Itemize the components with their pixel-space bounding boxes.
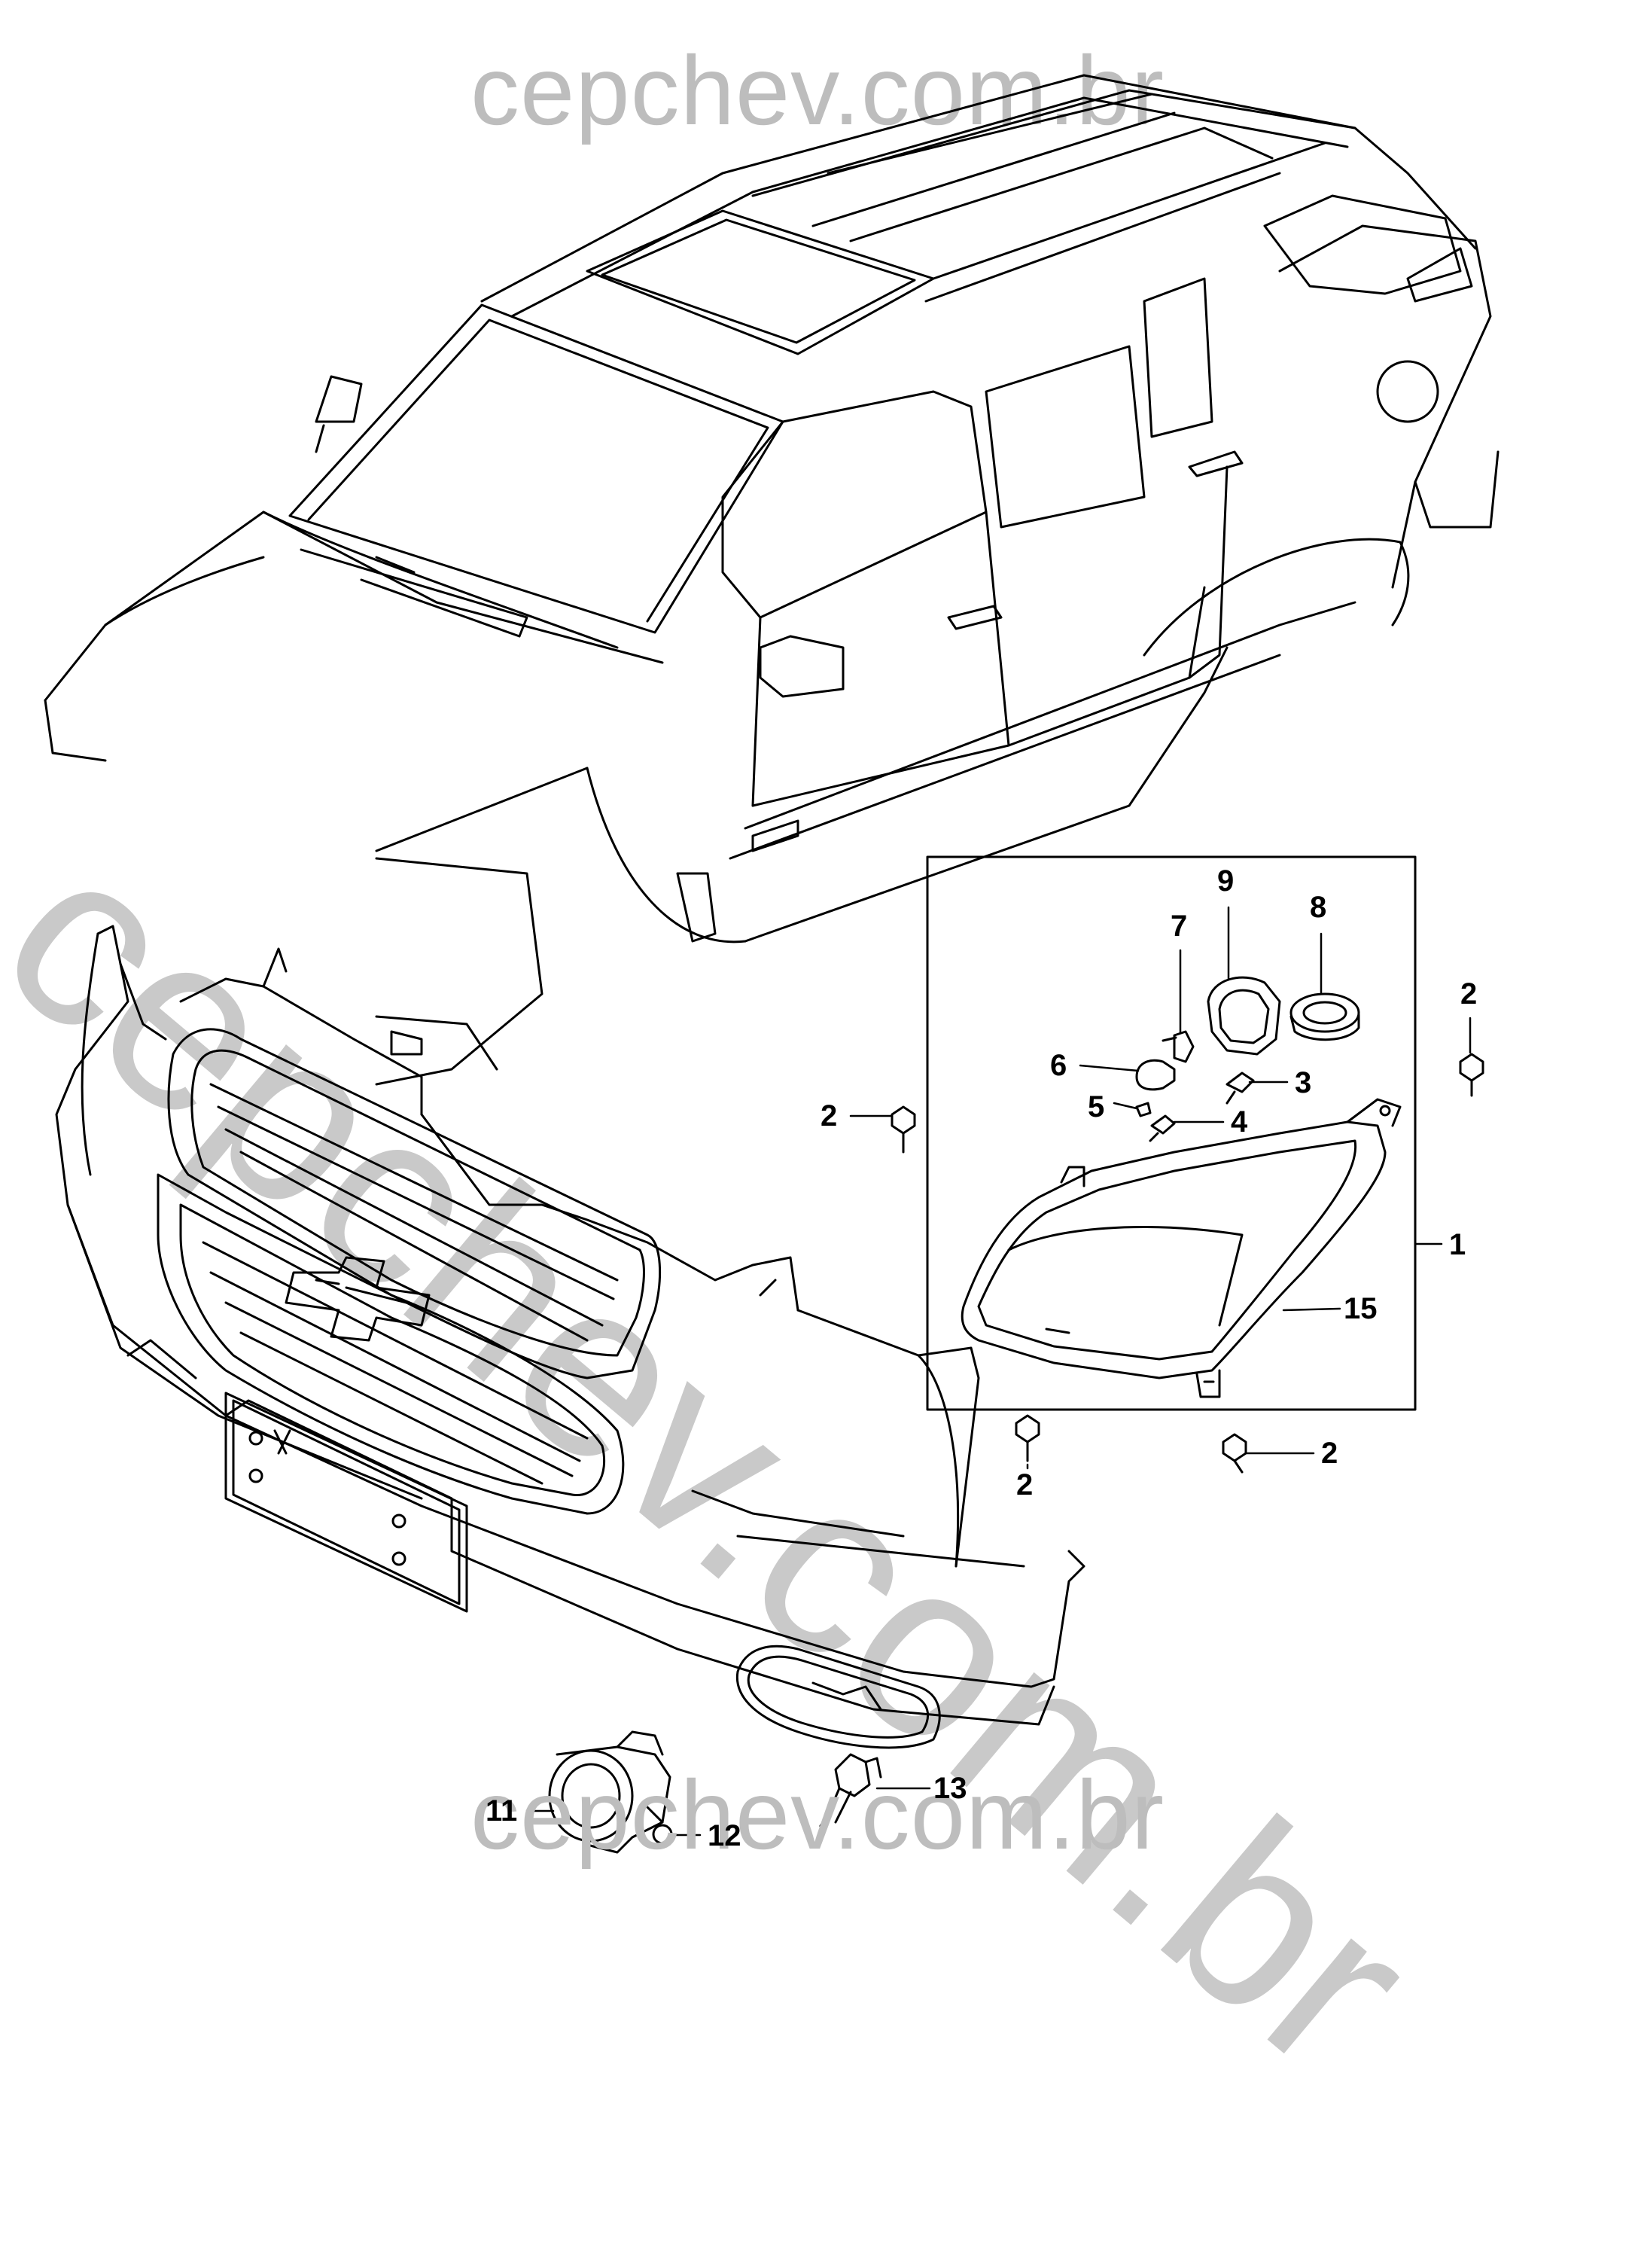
callout-12: 12: [708, 1819, 741, 1852]
callout-8: 8: [1310, 891, 1327, 924]
callout-4: 4: [1231, 1105, 1248, 1139]
watermark-top: cepchev.com.br: [470, 35, 1165, 145]
leader-lines: [525, 906, 1472, 1837]
callout-9: 9: [1217, 864, 1235, 898]
watermark-bottom: cepchev.com.br: [470, 1760, 1165, 1870]
callout-11: 11: [486, 1794, 518, 1828]
parts-diagram: cepchev.com.br cepchev.com.br: [0, 35, 1500, 2122]
callout-6: 6: [1050, 1049, 1067, 1082]
front-bumper: [55, 925, 1085, 1749]
callout-2-bottom: 2: [1016, 1468, 1034, 1501]
callout-3: 3: [1295, 1066, 1312, 1099]
callout-2-left: 2: [821, 1099, 838, 1132]
headlamp-assembly: [961, 1098, 1402, 1398]
fog-lamp-parts: [548, 1730, 882, 1854]
callout-2-right: 2: [1460, 977, 1478, 1011]
line-drawing: [44, 74, 1500, 1854]
callout-5: 5: [1088, 1090, 1105, 1123]
bolts: [891, 1053, 1484, 1474]
callout-1: 1: [1449, 1228, 1466, 1261]
vehicle-body: [44, 74, 1500, 1086]
headlamp-components: [1135, 976, 1360, 1142]
callout-15: 15: [1344, 1292, 1378, 1325]
callout-2-lower-right: 2: [1321, 1437, 1338, 1470]
callout-7: 7: [1171, 910, 1188, 943]
headlamp-kit-box: [926, 855, 1417, 1411]
callout-13: 13: [933, 1772, 967, 1805]
